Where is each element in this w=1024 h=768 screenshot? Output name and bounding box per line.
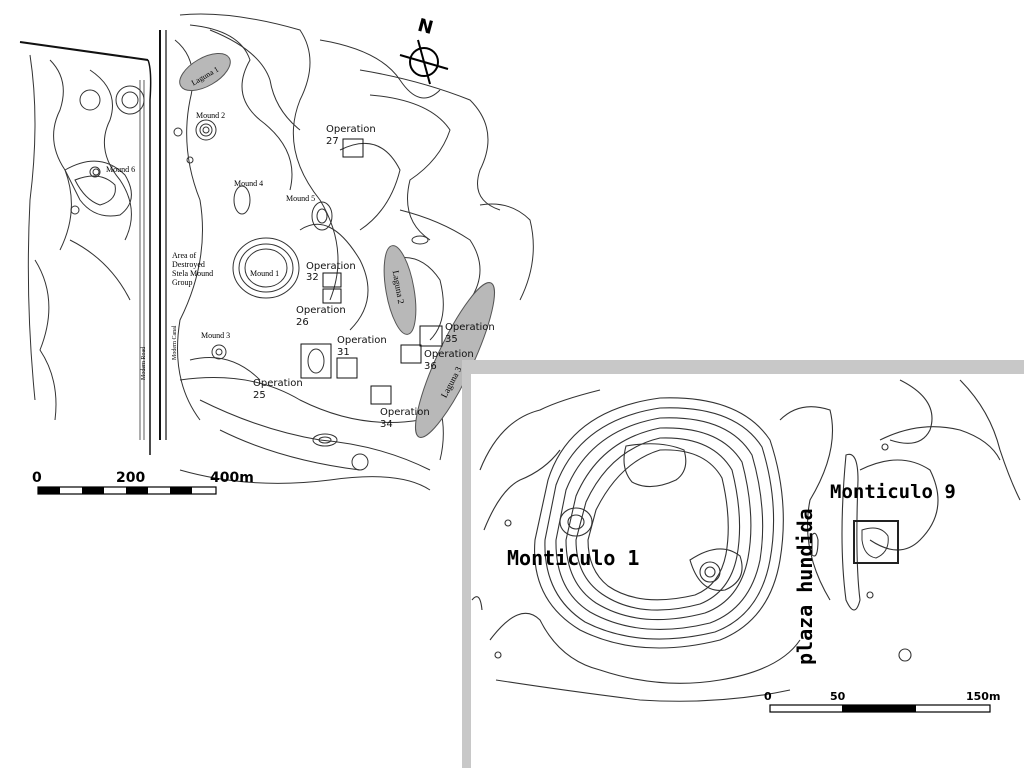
op27-num: 27 bbox=[326, 136, 339, 147]
op35-box bbox=[419, 325, 443, 347]
op35-num: 35 bbox=[445, 334, 458, 345]
svg-text:Area of: Area of bbox=[172, 251, 197, 260]
op25-num: 25 bbox=[253, 390, 266, 401]
mound-3-label: Mound 3 bbox=[201, 331, 230, 340]
monticulo-9-label: Monticulo 9 bbox=[830, 481, 956, 503]
svg-text:Stela Mound: Stela Mound bbox=[172, 269, 213, 278]
inset-contours bbox=[471, 379, 1021, 702]
op36-title: Operation bbox=[424, 349, 474, 360]
mound-4-label: Mound 4 bbox=[234, 179, 263, 188]
svg-text:Destroyed: Destroyed bbox=[172, 260, 205, 269]
mound-5-label: Mound 5 bbox=[286, 194, 315, 203]
main-scale-bar: 0 200 400m bbox=[32, 470, 254, 495]
main-map bbox=[19, 13, 534, 491]
op32-box bbox=[322, 272, 342, 288]
monticulo-9-box bbox=[853, 520, 899, 564]
inset-scale-bar: 0 50 150m bbox=[764, 690, 1000, 713]
op34-num: 34 bbox=[380, 419, 393, 430]
op34-box bbox=[370, 385, 392, 405]
mound-2-shape bbox=[195, 119, 217, 141]
mound-2-label: Mound 2 bbox=[196, 111, 225, 120]
mound-6-shape bbox=[89, 166, 101, 178]
op27-box bbox=[342, 138, 364, 158]
mound-1-shape bbox=[232, 237, 300, 299]
mound-4-shape bbox=[233, 185, 251, 215]
plaza-hundida-label: plaza hundida bbox=[793, 508, 817, 665]
operation-labels: Operation 27 Operation 32 Operation 26 O… bbox=[253, 124, 495, 430]
op31-title: Operation bbox=[337, 335, 387, 346]
road-label: Modern Road bbox=[141, 347, 147, 380]
west-panel bbox=[19, 41, 152, 455]
inset-map: Monticulo 1 Monticulo 9 plaza hundida 0 … bbox=[462, 360, 1024, 768]
op31-box bbox=[336, 357, 358, 379]
op34-title: Operation bbox=[380, 407, 430, 418]
mound-1-label: Mound 1 bbox=[250, 269, 279, 278]
op36-num: 36 bbox=[424, 361, 437, 372]
inset-scale-150: 150m bbox=[966, 690, 1000, 703]
svg-text:Group: Group bbox=[172, 278, 192, 287]
op26-num: 26 bbox=[296, 317, 309, 328]
op27-title: Operation bbox=[326, 124, 376, 135]
laguna-2-shape bbox=[383, 245, 417, 335]
op36-box bbox=[400, 344, 422, 364]
monticulo-1-label: Monticulo 1 bbox=[507, 546, 639, 570]
inset-scale-0: 0 bbox=[764, 690, 772, 703]
op31-num: 31 bbox=[337, 347, 350, 358]
main-map-labels: N Laguna 1 Laguna 2 Laguna 3 Mound 2 Mou… bbox=[32, 15, 495, 495]
mound-5-shape bbox=[311, 201, 333, 231]
north-label: N bbox=[415, 15, 435, 39]
op26-title: Operation bbox=[296, 305, 346, 316]
op32-title: Operation bbox=[306, 261, 356, 272]
area-destroyed-label: Area of Destroyed Stela Mound Group bbox=[172, 251, 213, 287]
small-features bbox=[173, 127, 429, 471]
op32-num: 32 bbox=[306, 272, 319, 283]
mound-3-shape bbox=[211, 344, 227, 360]
main-scale-400: 400m bbox=[210, 470, 254, 486]
main-contours bbox=[174, 13, 534, 491]
main-scale-200: 200 bbox=[116, 470, 145, 486]
north-arrow-icon bbox=[399, 39, 449, 85]
canal-lines bbox=[159, 30, 167, 440]
op25-box bbox=[300, 343, 332, 379]
mound-6-label: Mound 6 bbox=[106, 165, 135, 174]
op35-title: Operation bbox=[445, 322, 495, 333]
main-scale-0: 0 bbox=[32, 470, 42, 486]
inset-scale-50: 50 bbox=[830, 690, 846, 703]
op26-box bbox=[322, 288, 342, 304]
laguna-1-shape bbox=[179, 52, 231, 92]
canal-label: Modern Canal bbox=[172, 325, 178, 360]
op25-title: Operation bbox=[253, 378, 303, 389]
